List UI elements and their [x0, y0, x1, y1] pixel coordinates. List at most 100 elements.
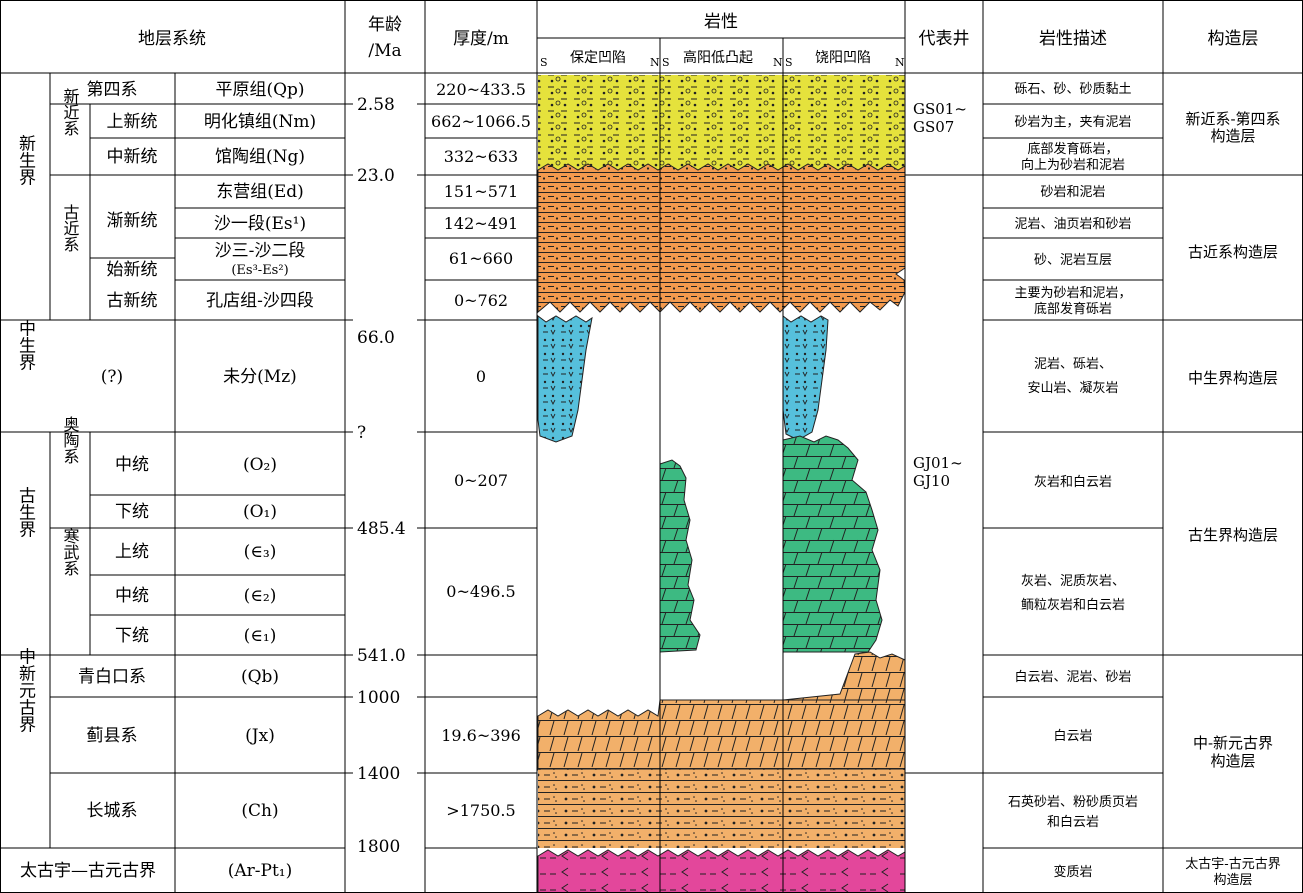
series-c-middle: 中统: [115, 586, 149, 606]
formation-ar-pt1: (Ar-Pt₁): [228, 861, 293, 881]
desc-qp: 砾石、砂、砂质黏土: [1014, 81, 1131, 97]
age-541-0: 541.0: [357, 646, 406, 666]
tectonic-neogene-quaternary-line2: 构造层: [1210, 127, 1255, 145]
system-quaternary: 第四系: [87, 80, 138, 100]
tectonic-proterozoic-line1: 中-新元古界: [1193, 734, 1273, 752]
formation-ch: (Ch): [241, 801, 278, 821]
system-labels: 第四系 新近系 古近系 奥陶系 寒武系 (?) 青白口系 蓟县系 长城系: [61, 80, 147, 821]
column-1-label: 保定凹陷: [570, 50, 626, 66]
formation-o1: (O₁): [243, 502, 277, 522]
age-1400: 1400: [357, 764, 400, 784]
lithology-descriptions: 砾石、砂、砂质黏土 砂岩为主，夹有泥岩 底部发育砾岩， 向上为砂岩和泥岩 砂岩和…: [1008, 81, 1138, 880]
desc-mz-line2: 安山岩、凝灰岩: [1027, 380, 1118, 396]
well-gs-line1: GS01~: [913, 100, 967, 118]
desc-ordovician: 灰岩和白云岩: [1034, 474, 1112, 490]
formation-c2: (∈₂): [244, 586, 277, 606]
header-tectonic: 构造层: [1208, 29, 1259, 49]
formation-mz: 未分(Mz): [223, 367, 297, 387]
desc-ch-line1: 石英砂岩、粉砂质页岩: [1008, 795, 1138, 810]
header-strata: 地层系统: [138, 29, 206, 49]
column-1-left: S: [540, 56, 548, 69]
formation-guantao: 馆陶组(Ng): [215, 147, 305, 167]
formation-o2: (O₂): [243, 455, 277, 475]
series-pliocene: 上新统: [107, 112, 158, 132]
system-paleogene: 古近系: [61, 204, 80, 252]
desc-es3-es2: 砂、泥岩互层: [1034, 253, 1112, 268]
age-66-0: 66.0: [357, 328, 395, 348]
header-age-line1: 年龄: [368, 15, 402, 35]
series-labels: 上新统 中新统 渐新统 始新统 古新统 中统 下统 上统 中统 下统: [107, 112, 158, 646]
desc-mz-line1: 泥岩、砾岩、: [1034, 357, 1112, 372]
age-unknown: ?: [357, 423, 366, 443]
era-mesozoic: 中生界: [15, 319, 36, 370]
mesozoic-series-unknown: (?): [101, 367, 123, 387]
age-1000: 1000: [357, 688, 400, 708]
desc-nm: 砂岩为主，夹有泥岩: [1014, 115, 1131, 130]
series-c-lower: 下统: [115, 626, 149, 646]
age-2-58: 2.58: [357, 95, 395, 115]
thickness-values: 220~433.5 662~1066.5 332~633 151~571 142…: [431, 80, 531, 820]
group-changcheng: 长城系: [87, 801, 138, 821]
jixian-fill: [537, 699, 906, 771]
thickness-jx: 19.6~396: [441, 726, 521, 745]
representative-wells: GS01~ GS07 GJ01~ GJ10: [913, 100, 967, 490]
lithology-column-fill: [537, 75, 906, 893]
series-o-middle: 中统: [115, 455, 149, 475]
thickness-ng: 332~633: [444, 147, 518, 166]
formation-c1: (∈₁): [244, 626, 277, 646]
formation-dongying: 东营组(Ed): [216, 182, 304, 202]
thickness-qp: 220~433.5: [436, 80, 526, 99]
era-labels: 新生界 中生界 古生界 中新元古界 太古宇—古元古界: [15, 134, 156, 881]
tectonic-archean-line1: 太古宇-古元古界: [1185, 857, 1280, 872]
well-gs-line2: GS07: [913, 118, 954, 136]
paleozoic-fill-raoyang: [782, 435, 883, 653]
well-gj-line1: GJ01~: [913, 454, 963, 472]
column-3-label: 饶阳凹陷: [815, 50, 871, 66]
well-gj-line2: GJ10: [913, 472, 950, 490]
mesozoic-fill-baoding: [537, 315, 593, 443]
series-oligocene: 渐新统: [107, 211, 158, 231]
thickness-ordovician: 0~207: [454, 471, 508, 490]
thickness-cambrian: 0~496.5: [446, 582, 515, 601]
formation-qb: (Qb): [241, 667, 279, 687]
formation-minghuazhen: 明化镇组(Nm): [204, 112, 316, 132]
thickness-es3-es2: 61~660: [449, 249, 513, 268]
tectonic-proterozoic-line2: 构造层: [1210, 752, 1255, 770]
formation-pingyuan: 平原组(Qp): [215, 80, 304, 100]
desc-qb: 白云岩、泥岩、砂岩: [1014, 669, 1131, 685]
tectonic-neogene-quaternary-line1: 新近系-第四系: [1185, 110, 1280, 128]
formation-sha3-sha2: 沙三-沙二段: [215, 241, 306, 261]
header-lithology: 岩性: [704, 12, 738, 32]
desc-cambrian-line1: 灰岩、泥质灰岩、: [1021, 574, 1125, 589]
tectonic-archean-line2: 构造层: [1213, 873, 1252, 888]
paleogene-fill: [537, 163, 906, 314]
age-1800: 1800: [357, 837, 400, 857]
header-age-line2: /Ma: [368, 41, 401, 61]
archean-fill: [537, 849, 906, 893]
column-3-left: S: [785, 56, 793, 69]
desc-ch-line2: 和白云岩: [1047, 814, 1099, 830]
desc-cambrian-line2: 鲕粒灰岩和白云岩: [1021, 597, 1125, 613]
header-thickness: 厚度/m: [453, 29, 509, 49]
desc-ed: 砂岩和泥岩: [1040, 185, 1105, 200]
formation-labels: 平原组(Qp) 明化镇组(Nm) 馆陶组(Ng) 东营组(Ed) 沙一段(Es¹…: [204, 80, 316, 881]
header-well: 代表井: [919, 29, 970, 49]
desc-ng-line2: 向上为砂岩和泥岩: [1021, 157, 1125, 173]
age-485-4: 485.4: [357, 519, 406, 539]
column-2-label: 高阳低凸起: [683, 49, 753, 66]
formation-sha1: 沙一段(Es¹): [214, 214, 306, 234]
formation-kongdian: 孔店组-沙四段: [206, 291, 314, 311]
series-eocene: 始新统: [107, 260, 158, 280]
changcheng-fill: [538, 770, 905, 848]
system-cambrian: 寒武系: [61, 527, 80, 576]
series-paleocene: 古新统: [107, 291, 158, 311]
column-1-right: N: [650, 56, 660, 69]
system-neogene: 新近系: [61, 88, 80, 136]
header-description: 岩性描述: [1039, 29, 1107, 49]
era-meso-neoproterozoic: 中新元古界: [15, 647, 36, 732]
era-cenozoic: 新生界: [15, 134, 36, 185]
series-miocene: 中新统: [107, 147, 158, 167]
age-labels: 2.58 23.0 66.0 ? 485.4 541.0 1000 1400 1…: [357, 95, 406, 857]
